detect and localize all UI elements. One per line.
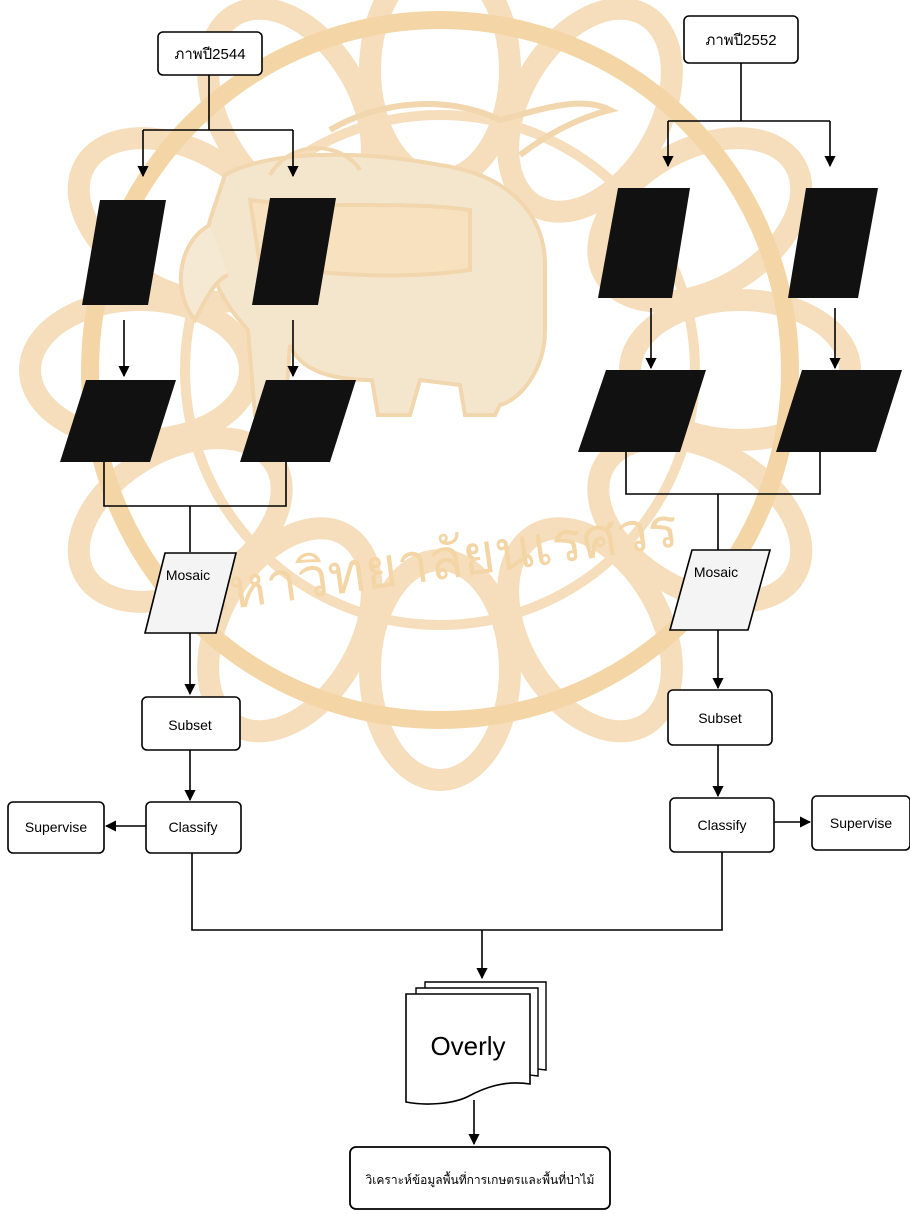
svg-text:Supervise: Supervise xyxy=(25,819,87,835)
subset-2544: Subset xyxy=(142,697,240,750)
box-image-2544: ภาพปี2544 xyxy=(158,32,262,75)
svg-text:Classify: Classify xyxy=(697,817,746,833)
classify-2544: Classify xyxy=(146,802,241,853)
supervise-2552: Supervise xyxy=(812,796,910,850)
svg-text:Subset: Subset xyxy=(168,717,212,733)
svg-text:Supervise: Supervise xyxy=(830,815,892,831)
classify-2552: Classify xyxy=(670,798,774,852)
svg-text:Classify: Classify xyxy=(168,819,217,835)
svg-text:Mosaic: Mosaic xyxy=(694,564,738,580)
overlay-documents: Overly xyxy=(406,982,546,1104)
svg-text:วิเคราะห์ข้อมูลพื้นที่การเกษตร: วิเคราะห์ข้อมูลพื้นที่การเกษตรและพื้นที่… xyxy=(365,1171,594,1188)
supervise-2544: Supervise xyxy=(8,802,104,853)
svg-text:Mosaic: Mosaic xyxy=(166,567,210,583)
subset-2552: Subset xyxy=(668,690,772,745)
box-image-2552: ภาพปี2552 xyxy=(684,16,798,63)
svg-text:ภาพปี2544: ภาพปี2544 xyxy=(174,46,245,63)
svg-text:Overly: Overly xyxy=(430,1031,505,1061)
result-box: วิเคราะห์ข้อมูลพื้นที่การเกษตรและพื้นที่… xyxy=(350,1147,610,1209)
svg-text:ภาพปี2552: ภาพปี2552 xyxy=(705,32,776,49)
svg-text:Subset: Subset xyxy=(698,710,742,726)
mosaic-2552: Mosaic xyxy=(670,550,770,630)
seal-text: มหาวิทยาลัยนเรศวร xyxy=(188,495,682,628)
